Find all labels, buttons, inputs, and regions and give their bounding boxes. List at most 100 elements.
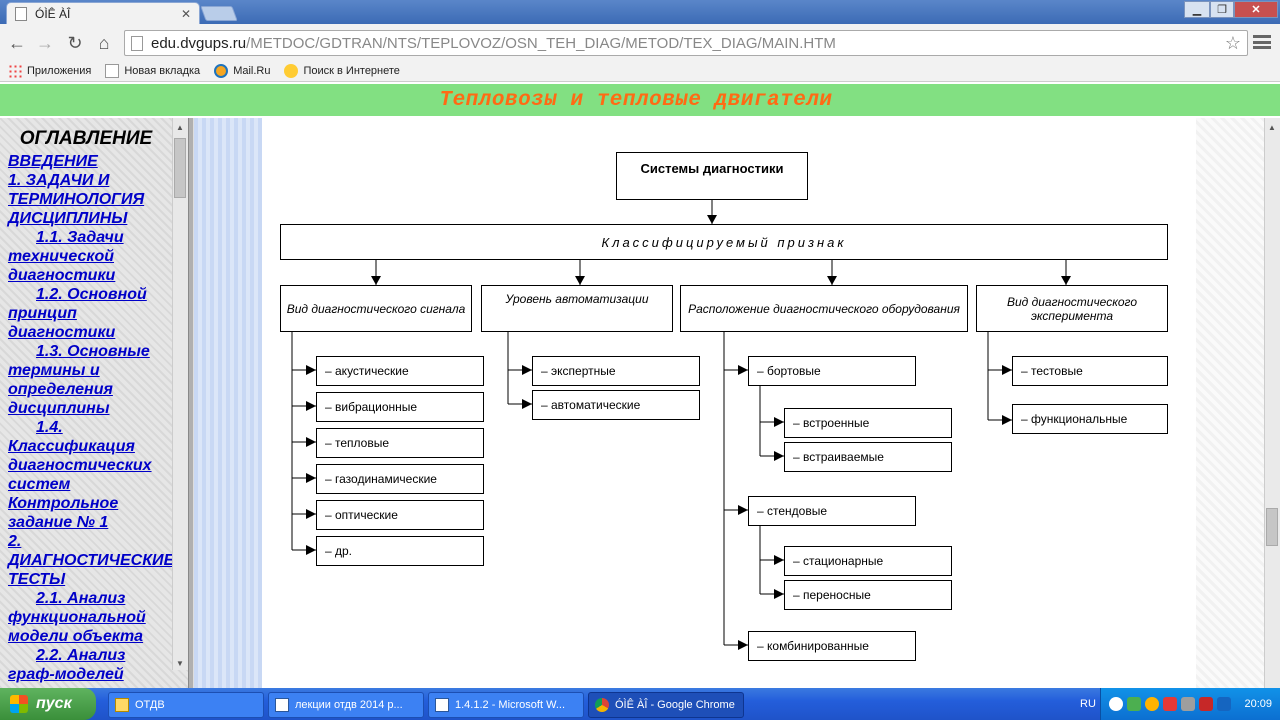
task-label: лекции отдв 2014 р... [295,699,403,711]
new-tab-button[interactable] [200,6,238,21]
tray-display-icon[interactable] [1217,697,1231,711]
task-label: 1.4.1.2 - Microsoft W... [455,699,566,711]
tray-arrow-icon[interactable] [1109,697,1123,711]
apps-icon [8,63,22,78]
diagram-criterion-box: Классифицируемый признак [280,224,1168,260]
content-scroll-thumb[interactable] [1266,508,1278,546]
back-arrow-icon[interactable]: ← [8,32,26,53]
toc-link[interactable]: ТЕСТЫ [8,571,66,588]
bookmark-mailru[interactable]: Mail.Ru [214,63,270,78]
page-favicon-icon [15,6,27,21]
task-label: ÓÌÊ ÀÎ - Google Chrome [615,699,735,711]
diagram-subitem-box: – встраиваемые [784,442,952,472]
diagram-root-box: Системы диагностики [616,152,808,200]
toc-scroll-thumb[interactable] [174,138,186,198]
toc-link[interactable]: дисциплины [8,400,110,417]
diagram-item-box: – комбинированные [748,631,916,661]
window-maximize-button[interactable]: ❐ [1210,1,1234,18]
page-info-icon[interactable] [131,35,143,51]
page-header: Тепловозы и тепловые двигатели [0,84,1280,116]
taskbar-item-lectures[interactable]: лекции отдв 2014 р... [268,692,424,718]
taskbar-item-chrome[interactable]: ÓÌÊ ÀÎ - Google Chrome [588,692,744,718]
browser-tab[interactable]: ÓÌÊ ÀÎ ✕ [6,2,200,24]
diagram-item-box: – газодинамические [316,464,484,494]
reload-icon[interactable]: ↻ [67,32,83,53]
toc-link[interactable]: принцип [8,305,77,322]
content-scrollbar[interactable] [1264,118,1280,688]
toc-link[interactable]: 1.4. [36,419,63,436]
windows-logo-icon [10,695,28,713]
chrome-icon [595,698,609,712]
tab-title: ÓÌÊ ÀÎ [35,6,71,21]
toc-link[interactable]: термины и [8,362,100,379]
toc-link[interactable]: 1. ЗАДАЧИ И [8,172,110,189]
diagram-item-box: – др. [316,536,484,566]
bookmark-star-icon[interactable]: ☆ [1224,32,1241,53]
url-path: /METDOC/GDTRAN/NTS/TEPLOVOZ/OSN_TEH_DIAG… [246,34,836,52]
scroll-up-arrow-icon[interactable]: ▲ [1268,122,1276,132]
category-box-experiment: Вид диагностического эксперимента [976,285,1168,332]
toc-link[interactable]: 2. [8,533,22,550]
mailru-icon [214,63,229,78]
bookmark-search[interactable]: Поиск в Интернете [284,63,400,78]
home-icon[interactable]: ⌂ [98,32,110,53]
toc-link[interactable]: диагностических [8,457,152,474]
toc-link[interactable]: 1.2. Основной [36,286,147,303]
page-icon [105,63,120,78]
toc-link[interactable]: задание № 1 [8,514,109,531]
diagram-item-box: – функциональные [1012,404,1168,434]
page-title: Тепловозы и тепловые двигатели [439,88,833,112]
taskbar-item-word-doc[interactable]: 1.4.1.2 - Microsoft W... [428,692,584,718]
toc-link[interactable]: ДИАГНОСТИЧЕСКИЕ [8,552,172,569]
bookmark-label: Новая вкладка [124,64,201,77]
toc-link[interactable]: определения [8,381,113,398]
scroll-up-arrow-icon[interactable]: ▲ [176,122,184,132]
toc-link[interactable]: Классификация [8,438,135,455]
toc-link[interactable]: Контрольное [8,495,119,512]
bookmarks-bar: Приложения Новая вкладка Mail.Ru Поиск в… [0,60,1280,82]
toc-link[interactable]: ТЕРМИНОЛОГИЯ [8,191,145,208]
address-bar[interactable]: edu.dvgups.ru/METDOC/GDTRAN/NTS/TEPLOVOZ… [124,30,1248,56]
start-button[interactable]: пуск [0,688,96,720]
toc-link[interactable]: функциональной [8,609,146,626]
language-indicator[interactable]: RU [1080,698,1096,710]
toc-scrollbar[interactable] [172,118,188,670]
search-icon [284,63,299,78]
toc-link[interactable]: ДИСЦИПЛИНЫ [8,210,128,227]
system-tray: 20:09 [1100,688,1280,720]
toc-link[interactable]: ВВЕДЕНИЕ [8,153,98,170]
toc-link[interactable]: 2.2. Анализ [36,647,126,664]
toc-link[interactable]: 2.1. Анализ [36,590,126,607]
toc-link[interactable]: 1.3. Основные [36,343,150,360]
tab-close-icon[interactable]: ✕ [180,6,191,21]
tray-app-icon[interactable] [1145,697,1159,711]
bookmark-new-tab[interactable]: Новая вкладка [105,63,201,78]
frame-divider[interactable] [188,118,194,688]
toc-link[interactable]: диагностики [8,267,116,284]
scroll-down-arrow-icon[interactable]: ▼ [176,658,184,668]
toc-link[interactable]: систем [8,476,71,493]
toc-link[interactable]: технической [8,248,115,265]
window-minimize-button[interactable]: ▁ [1184,1,1210,18]
toc-link[interactable]: 1.1. Задачи [36,229,124,246]
tray-network-icon[interactable] [1127,697,1141,711]
toc-link[interactable]: модели объекта [8,628,144,645]
diagram-item-box: – стендовые [748,496,916,526]
tray-security-icon[interactable] [1199,697,1213,711]
word-icon [275,698,289,712]
taskbar-item-otdv[interactable]: ОТДВ [108,692,264,718]
tray-antivirus-icon[interactable] [1163,697,1177,711]
toc-link[interactable]: граф-моделей [8,666,124,683]
start-label: пуск [36,695,72,712]
word-icon [435,698,449,712]
chrome-menu-icon[interactable] [1253,33,1271,51]
folder-icon [115,698,129,712]
diagram-subitem-box: – встроенные [784,408,952,438]
diagram-subitem-box: – стационарные [784,546,952,576]
toc-link[interactable]: диагностики [8,324,116,341]
bookmark-apps[interactable]: Приложения [8,63,91,78]
tray-volume-icon[interactable] [1181,697,1195,711]
url-host: edu.dvgups.ru [151,34,247,52]
forward-arrow-icon[interactable]: → [36,32,54,53]
window-close-button[interactable]: ✕ [1234,1,1278,18]
